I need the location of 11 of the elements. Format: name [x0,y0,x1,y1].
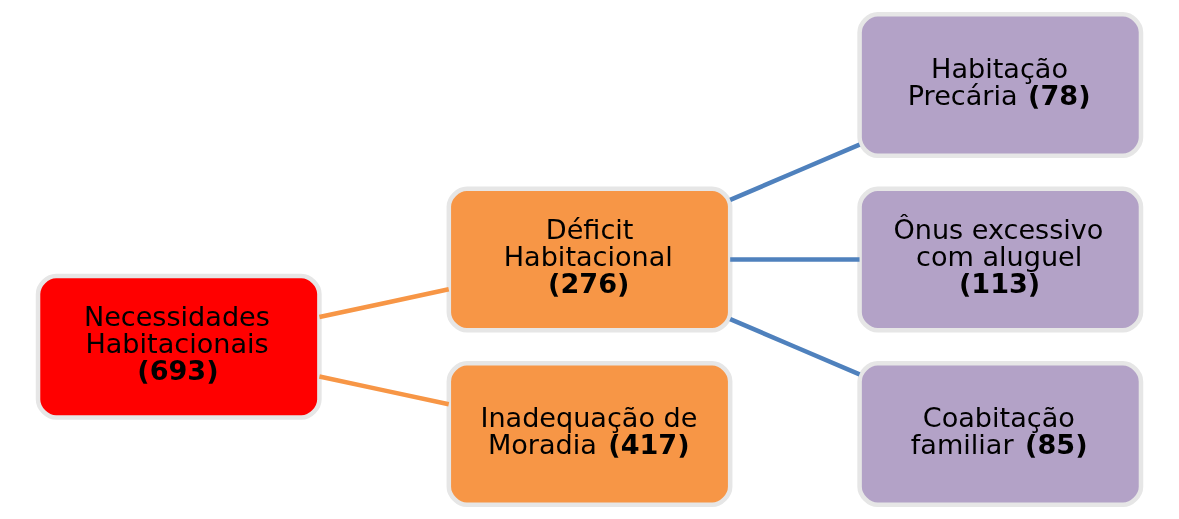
connector [729,317,861,377]
node-box: Habitação Precária (78) [857,11,1144,158]
node-box: Necessidades Habitacionais (693) [35,273,322,420]
node-box: Ônus excessivo com aluguel (113) [857,186,1144,333]
connector [318,374,450,407]
node-box: Inadequação de Moradia (417) [446,361,733,508]
node-box: Coabitação familiar (85) [857,361,1144,508]
connector [729,142,861,202]
node-box: Déficit Habitacional (276) [446,186,733,333]
connector [730,257,860,262]
connector [318,287,450,320]
